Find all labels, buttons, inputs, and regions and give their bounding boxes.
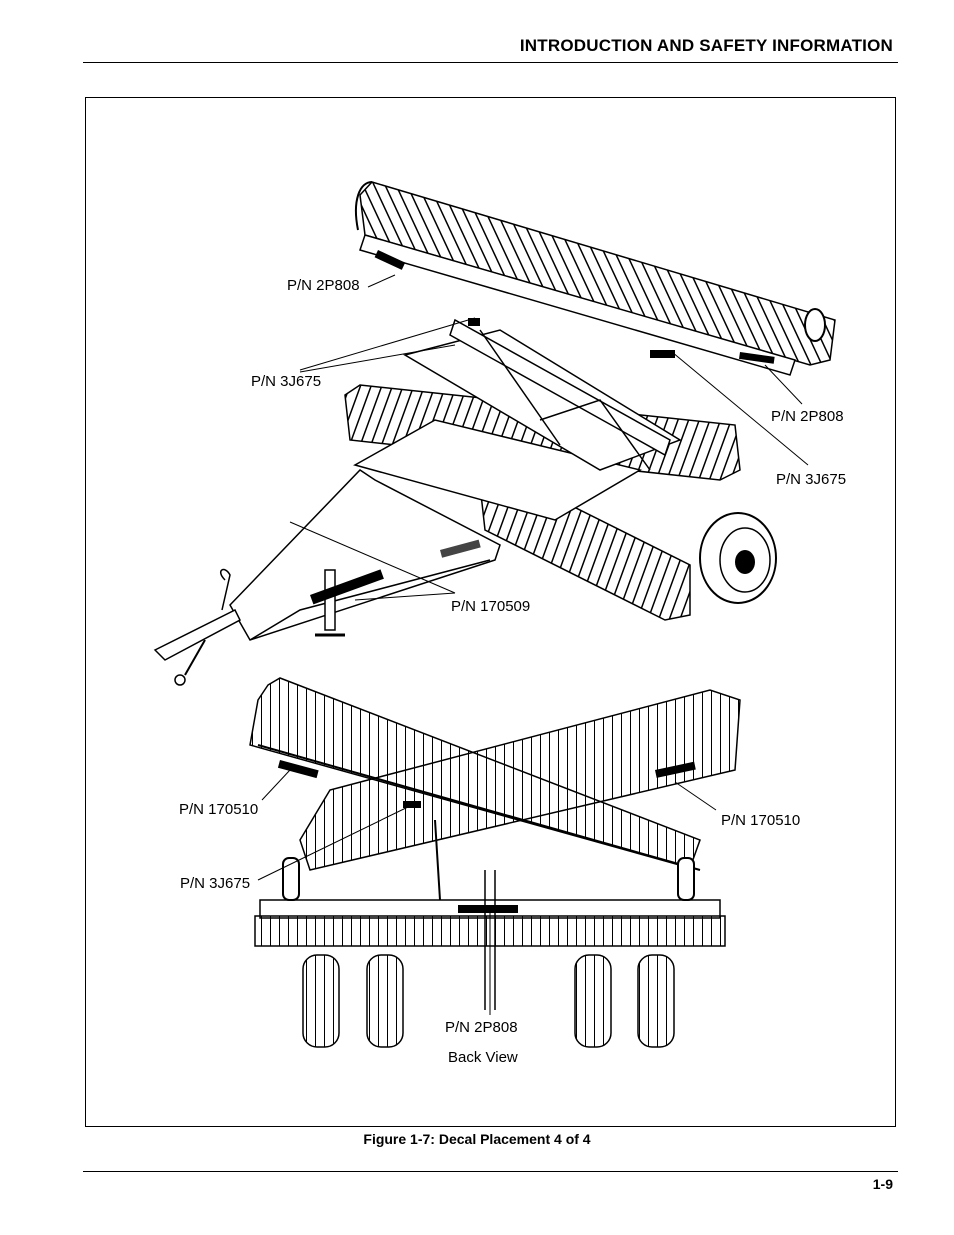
rear-frame-beam xyxy=(359,234,796,376)
back-view xyxy=(249,677,741,1048)
page-number: 1-9 xyxy=(872,1176,893,1192)
footer-rule xyxy=(83,1171,898,1172)
back-wheel-4 xyxy=(637,954,675,1048)
back-view-leaders xyxy=(257,769,717,1015)
label-back-2p808: P/N 2P808 xyxy=(445,1019,518,1036)
label-top-2p808-right: P/N 2P808 xyxy=(771,408,844,425)
figure-frame xyxy=(85,97,896,1127)
page-header-title: INTRODUCTION AND SAFETY INFORMATION xyxy=(519,36,893,55)
label-top-2p808-left: P/N 2P808 xyxy=(287,277,360,294)
top-view-leaders xyxy=(289,274,809,601)
label-top-3j675-left: P/N 3J675 xyxy=(251,373,321,390)
back-wheel-2 xyxy=(366,954,404,1048)
label-back-170510-right: P/N 170510 xyxy=(721,812,800,829)
label-top-170509: P/N 170509 xyxy=(451,598,530,615)
header-rule xyxy=(83,62,898,63)
back-roller-gang-right xyxy=(299,689,741,871)
back-wheel-1 xyxy=(302,954,340,1048)
label-back-view: Back View xyxy=(448,1049,518,1066)
figure-caption: Figure 1-7: Decal Placement 4 of 4 xyxy=(363,1131,591,1147)
label-back-170510-left: P/N 170510 xyxy=(179,801,258,818)
rear-roller-gang xyxy=(359,181,836,366)
label-back-3j675: P/N 3J675 xyxy=(180,875,250,892)
isometric-view xyxy=(153,181,836,686)
label-top-3j675-right: P/N 3J675 xyxy=(776,471,846,488)
back-wheel-3 xyxy=(574,954,612,1048)
